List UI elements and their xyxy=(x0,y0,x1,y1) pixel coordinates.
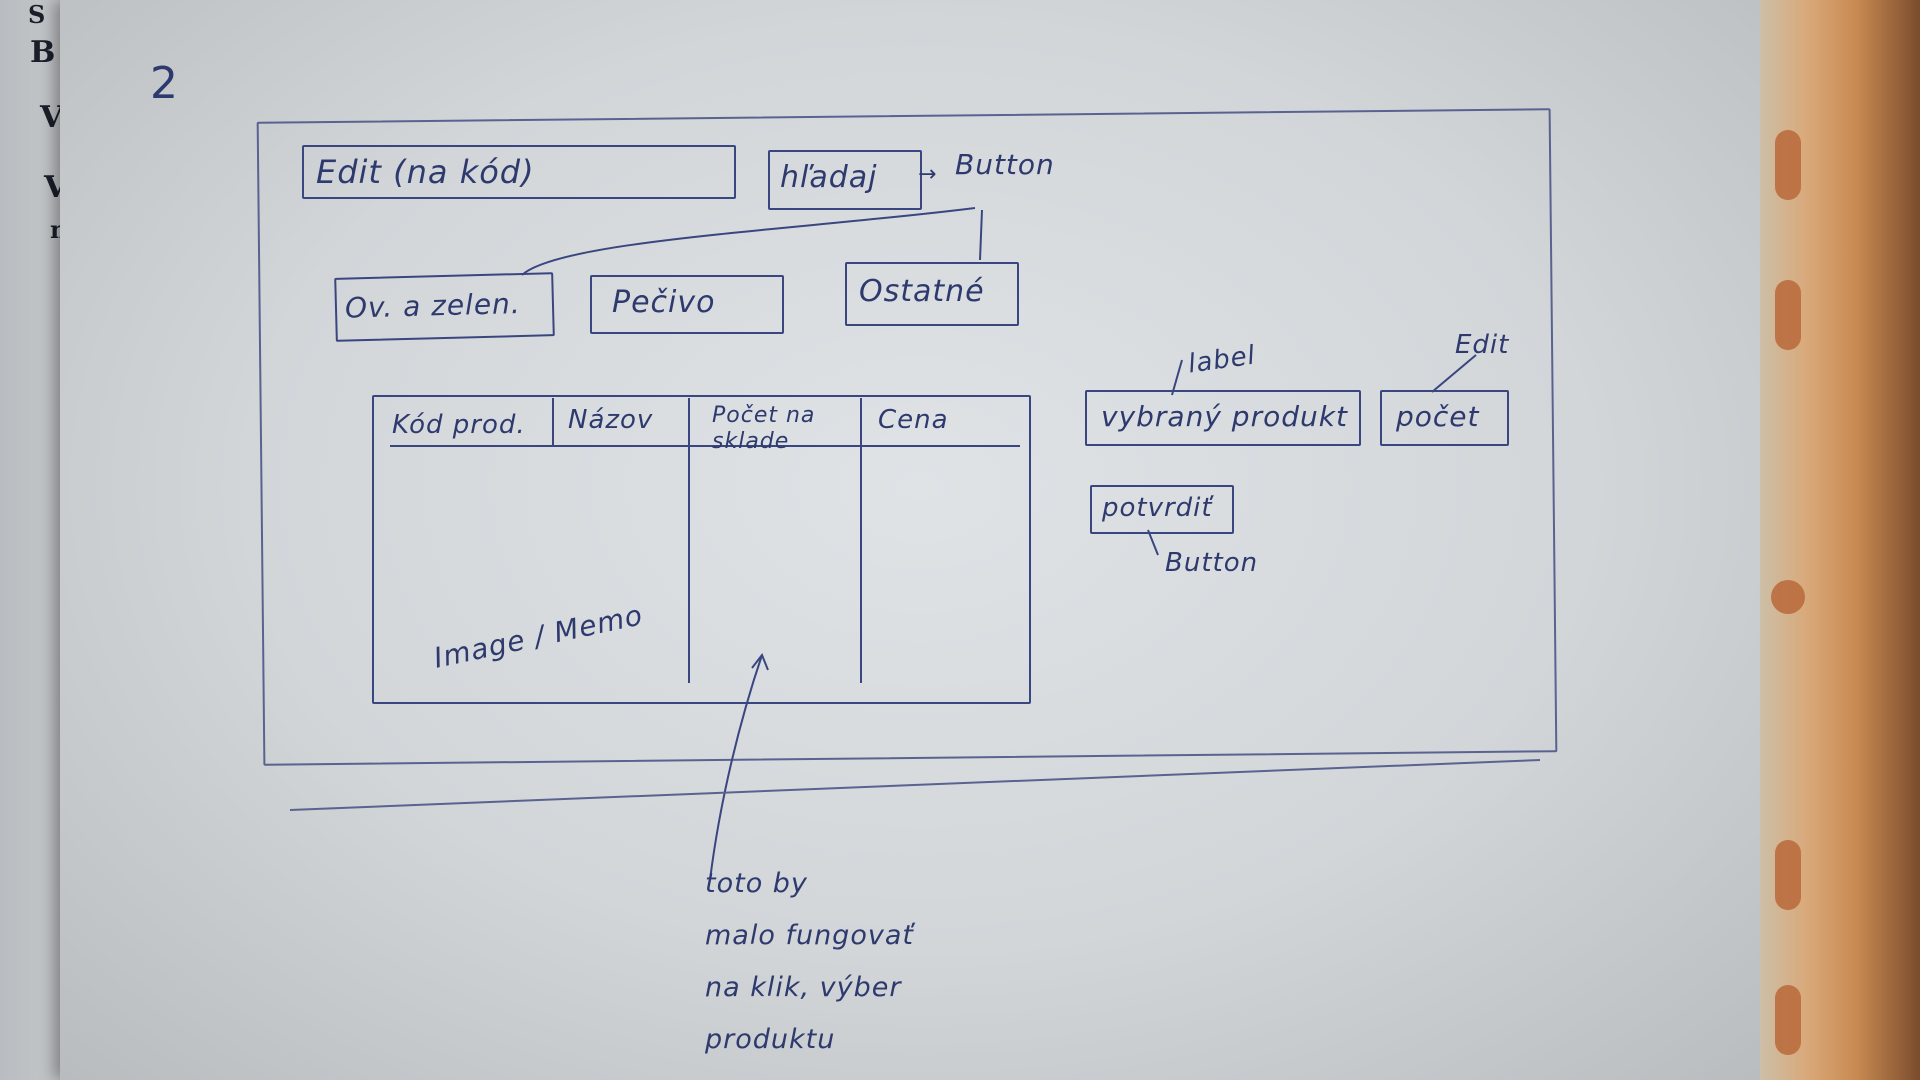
selected-product-label: vybraný produkt xyxy=(1085,390,1361,446)
column-divider xyxy=(688,398,690,683)
arrow-icon: → xyxy=(918,162,938,187)
column-header-stock[interactable]: Počet na sklade xyxy=(712,403,816,454)
column-header-name[interactable]: Názov xyxy=(568,405,654,435)
punch-hole xyxy=(1771,580,1805,614)
confirm-button[interactable]: potvrdiť xyxy=(1090,485,1234,534)
footnote-line: na klik, výber xyxy=(705,972,902,1003)
category-button-other[interactable]: Ostatné xyxy=(845,262,1019,326)
footnote-line: produktu xyxy=(705,1024,836,1055)
confirm-button-label: potvrdiť xyxy=(1102,493,1213,523)
confirm-button-annotation: Button xyxy=(1165,548,1259,578)
category-label: Pečivo xyxy=(612,285,716,320)
punch-hole xyxy=(1775,840,1801,910)
button-annotation: Button xyxy=(955,148,1055,181)
product-table[interactable] xyxy=(372,395,1031,704)
edit-annotation: Edit xyxy=(1455,330,1510,360)
footnote-line: toto by xyxy=(705,868,808,899)
count-edit-field[interactable]: počet xyxy=(1380,390,1509,446)
punch-hole xyxy=(1775,280,1801,350)
count-edit-text: počet xyxy=(1396,400,1480,433)
category-button-bakery[interactable]: Pečivo xyxy=(590,275,784,334)
category-label: Ostatné xyxy=(859,274,985,309)
column-divider xyxy=(552,398,554,446)
category-button-vegetables[interactable]: Ov. a zelen. xyxy=(334,272,555,342)
column-header-code[interactable]: Kód prod. xyxy=(392,410,526,440)
category-label: Ov. a zelen. xyxy=(344,287,522,325)
footnote-line: malo fungovať xyxy=(705,920,914,951)
code-edit-text: Edit (na kód) xyxy=(316,153,535,191)
punch-hole xyxy=(1775,130,1801,200)
selected-product-text: vybraný produkt xyxy=(1101,400,1348,433)
table-header-divider xyxy=(390,445,1020,447)
page-number: 2 xyxy=(150,58,179,109)
column-header-price[interactable]: Cena xyxy=(878,405,949,435)
punch-hole xyxy=(1775,985,1801,1055)
footnote: toto by malo fungovať na klik, výber pro… xyxy=(705,858,914,1066)
code-edit-field[interactable]: Edit (na kód) xyxy=(302,145,736,199)
search-button-label: hľadaj xyxy=(780,160,878,195)
column-divider xyxy=(860,398,862,683)
search-button[interactable]: hľadaj xyxy=(768,150,922,210)
